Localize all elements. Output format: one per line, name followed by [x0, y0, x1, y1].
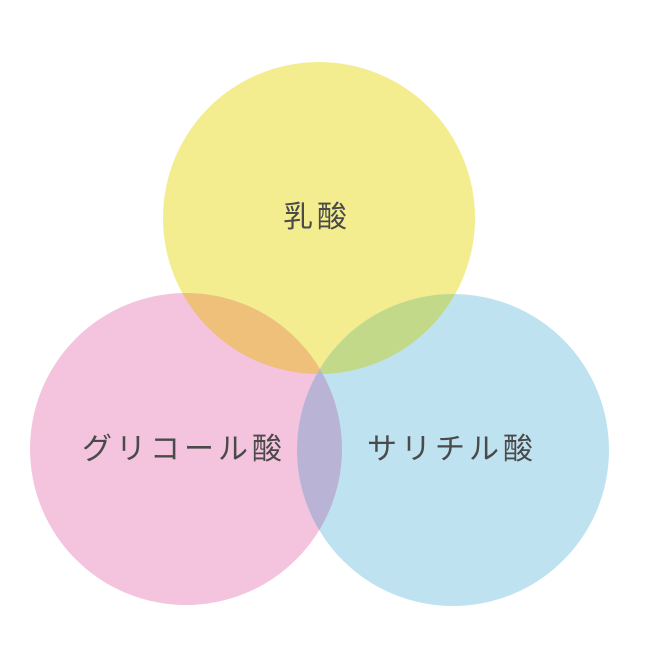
lactic-acid-label: 乳酸 [283, 200, 351, 235]
glycolic-acid-label: グリコール酸 [82, 432, 286, 467]
salicylic-acid-circle [297, 294, 609, 606]
lactic-acid-circle [163, 62, 475, 374]
salicylic-acid-label: サリチル酸 [367, 432, 537, 467]
glycolic-acid-circle [30, 293, 342, 605]
